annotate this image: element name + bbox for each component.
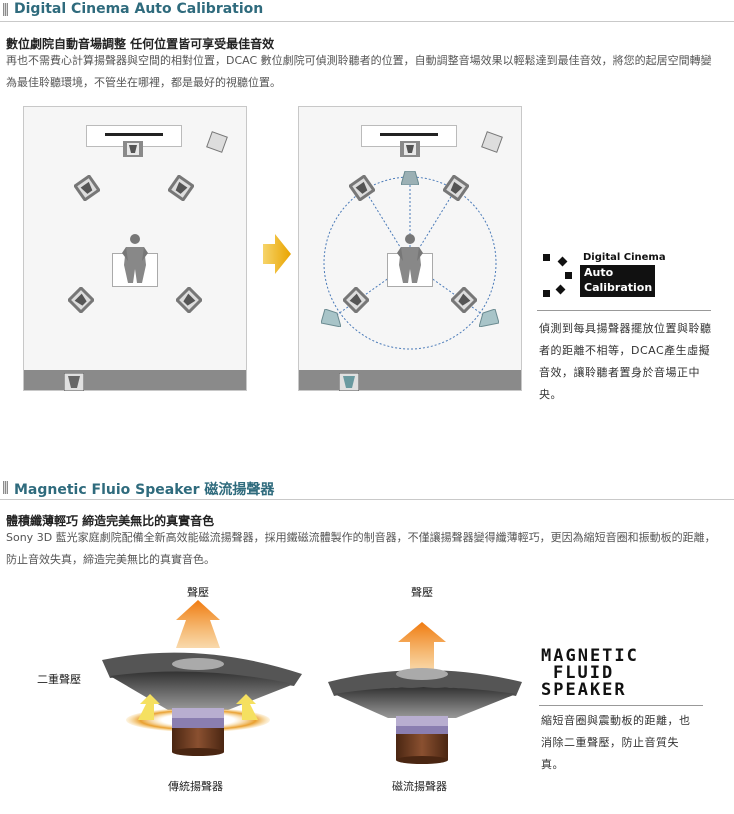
logo-line3: SPEAKER — [541, 680, 627, 700]
mfs-body-text: Sony 3D 藍光家庭劇院配備全新高效能磁流揚聲器，採用鐵磁流體製作的制音器，… — [6, 531, 716, 566]
section-bar-icon — [3, 3, 8, 16]
center-speaker-icon — [123, 141, 143, 157]
section-title: Magnetic Fluio Speaker 磁流揚聲器 — [14, 482, 275, 498]
front-left-speaker-icon — [74, 175, 100, 201]
mfs-caption: 縮短音圈與震動板的距離，也消除二重聲壓，防止音質失真。 — [541, 714, 691, 771]
surround-left-speaker-icon — [343, 287, 369, 313]
conventional-speaker-label: 傳統揚聲器 — [168, 780, 223, 793]
virtual-center-speaker-icon — [401, 171, 419, 185]
front-left-speaker-icon — [349, 175, 375, 201]
double-pressure-label: 二重聲壓 — [37, 673, 81, 686]
section-title: Digital Cinema Auto Calibration — [14, 1, 264, 17]
left-pressure-label: 聲壓 — [187, 586, 209, 599]
room-floor — [299, 370, 521, 390]
center-speaker-icon — [400, 141, 420, 157]
divider — [539, 705, 703, 706]
surround-right-speaker-icon — [451, 287, 477, 313]
logo-black-box: Auto Calibration — [580, 265, 655, 297]
magnetic-speaker-label: 磁流揚聲器 — [392, 780, 447, 793]
virtual-surround-left-icon — [321, 309, 341, 327]
arrow-right-icon — [263, 234, 291, 274]
section-header-dcac: Digital Cinema Auto Calibration — [0, 0, 734, 22]
right-pressure-label: 聲壓 — [411, 586, 433, 599]
divider — [537, 310, 711, 311]
dcac-body-text: 再也不需費心計算揚聲器與空間的相對位置，DCAC 數位劇院可偵測聆聽者的位置，自… — [6, 54, 712, 89]
logo-line2: Auto — [584, 266, 614, 279]
logo-line2: FLUID — [553, 663, 615, 683]
listener-figure-icon — [122, 234, 148, 283]
logo-line1: MAGNETIC — [541, 646, 639, 666]
room-diagram-before — [23, 106, 247, 391]
magnetic-fluid-speaker-illustration — [328, 622, 522, 764]
subwoofer-icon — [64, 373, 84, 391]
mfs-subheading: 體積纖薄輕巧 締造完美無比的真實音色 — [6, 514, 215, 528]
dcac-subheading: 數位劇院自動音場調整 任何位置皆可享受最佳音效 — [6, 37, 275, 51]
room-floor — [24, 370, 246, 390]
surround-right-speaker-icon — [176, 287, 202, 313]
conventional-speaker-illustration — [102, 600, 302, 756]
front-right-speaker-icon — [168, 175, 194, 201]
listener-figure-icon — [397, 234, 423, 283]
logo-line3: Calibration — [584, 281, 653, 294]
front-right-speaker-icon — [443, 175, 469, 201]
subwoofer-icon — [339, 373, 359, 391]
dcac-logo: Digital Cinema Auto Calibration — [539, 250, 711, 300]
surround-left-speaker-icon — [68, 287, 94, 313]
section-header-mfs: Magnetic Fluio Speaker 磁流揚聲器 — [0, 478, 734, 500]
virtual-surround-right-icon — [479, 309, 499, 327]
dcac-caption: 偵測到每具揚聲器擺放位置與聆聽者的距離不相等，DCAC產生虛擬音效，讓聆聽者置身… — [539, 322, 712, 401]
logo-line1: Digital Cinema — [583, 252, 666, 263]
logo-diamonds-icon — [543, 254, 572, 297]
section-bar-icon — [3, 481, 8, 494]
mfs-logo: MAGNETIC FLUID SPEAKER — [541, 648, 701, 699]
rear-speaker-icon — [206, 131, 228, 153]
room-diagram-after — [298, 106, 522, 391]
rear-speaker-icon — [481, 131, 503, 153]
